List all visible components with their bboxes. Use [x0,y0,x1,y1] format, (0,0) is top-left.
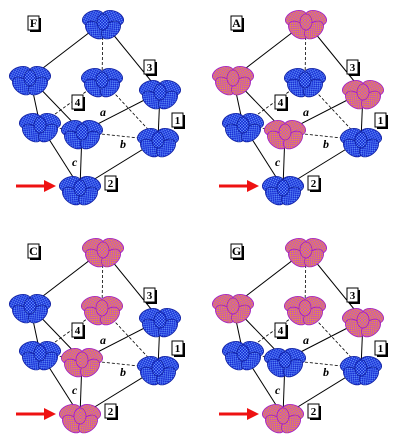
panel-label: F [27,15,41,32]
svg-text:1: 1 [175,115,181,127]
orbital-right-back [138,80,182,110]
svg-text:2: 2 [108,178,114,190]
orbital-front-mid [263,120,307,150]
site-label-3: 3 [143,287,157,304]
orbital-left-mid [18,113,62,143]
panel-F: F 1 2 3 4 a b c [8,10,185,206]
site-label-1: 1 [374,340,388,357]
panel-A: A 1 2 3 4 a b c [211,10,388,206]
orbital-right-mid [136,128,180,158]
svg-text:4: 4 [75,97,81,109]
orbital-center [80,296,124,326]
site-label-4: 4 [274,322,288,339]
internal-dashed-edge [101,79,159,141]
site-label-2: 2 [104,403,118,420]
orbital-right-mid [136,356,180,386]
svg-text:1: 1 [175,343,181,355]
site-label-2: 2 [307,175,321,192]
orbital-front-mid [263,348,307,378]
svg-text:3: 3 [350,290,356,302]
orbital-front-mid [60,348,104,378]
axis-label-a: a [100,333,106,347]
orbital-right-back [138,308,182,338]
red-arrow-icon [219,180,259,192]
orbital-left-upper [211,294,255,324]
orbital-left-upper [8,66,52,96]
svg-text:C: C [29,244,38,258]
orbital-bottom [58,176,102,206]
orbital-top [81,10,125,40]
site-label-3: 3 [346,59,360,76]
site-label-3: 3 [346,287,360,304]
svg-text:1: 1 [378,343,384,355]
svg-text:F: F [30,16,37,30]
axis-label-c: c [275,155,281,169]
axis-label-b: b [323,137,329,151]
axis-label-a: a [303,105,309,119]
svg-text:A: A [232,16,241,30]
svg-text:G: G [232,244,241,258]
orbital-left-upper [8,294,52,324]
orbital-right-back [341,80,385,110]
svg-text:2: 2 [311,406,317,418]
orbital-center [283,296,327,326]
axis-label-b: b [120,137,126,151]
orbital-front-mid [60,120,104,150]
site-label-2: 2 [104,175,118,192]
red-arrow-icon [219,408,259,420]
svg-text:4: 4 [278,97,284,109]
svg-text:2: 2 [311,178,317,190]
svg-text:3: 3 [350,62,356,74]
orbital-center [80,68,124,98]
panel-G: G 1 2 3 4 a b c [211,238,388,434]
red-arrow-icon [16,180,56,192]
axis-label-b: b [323,365,329,379]
panel-C: C 1 2 3 4 a b c [8,238,185,434]
site-label-4: 4 [274,94,288,111]
site-label-1: 1 [171,340,185,357]
axis-label-c: c [275,383,281,397]
axis-label-a: a [303,333,309,347]
orbital-center [283,68,327,98]
orbital-left-mid [221,113,265,143]
internal-dashed-edge [304,79,362,141]
internal-dashed-edge [101,307,159,369]
axis-label-b: b [120,365,126,379]
orbital-left-mid [18,341,62,371]
orbital-bottom [58,404,102,434]
svg-text:4: 4 [278,325,284,337]
orbital-right-mid [339,128,383,158]
site-label-4: 4 [71,94,85,111]
orbital-top [284,10,328,40]
site-label-1: 1 [374,112,388,129]
site-label-3: 3 [143,59,157,76]
orbital-left-mid [221,341,265,371]
site-label-2: 2 [307,403,321,420]
axis-label-c: c [72,155,78,169]
svg-text:1: 1 [378,115,384,127]
axis-label-a: a [100,105,106,119]
axis-label-c: c [72,383,78,397]
svg-text:3: 3 [147,62,153,74]
orbital-bottom [261,176,305,206]
orbital-top [284,238,328,268]
orbital-left-upper [211,66,255,96]
orbital-top [81,238,125,268]
orbital-bottom [261,404,305,434]
internal-dashed-edge [304,307,362,369]
red-arrow-icon [16,408,56,420]
svg-text:4: 4 [75,325,81,337]
orbital-right-mid [339,356,383,386]
panel-label: G [230,243,244,260]
svg-text:2: 2 [108,406,114,418]
site-label-1: 1 [171,112,185,129]
orbital-right-back [341,308,385,338]
site-label-4: 4 [71,322,85,339]
panel-label: C [27,243,41,260]
svg-text:3: 3 [147,290,153,302]
panel-label: A [230,15,244,32]
